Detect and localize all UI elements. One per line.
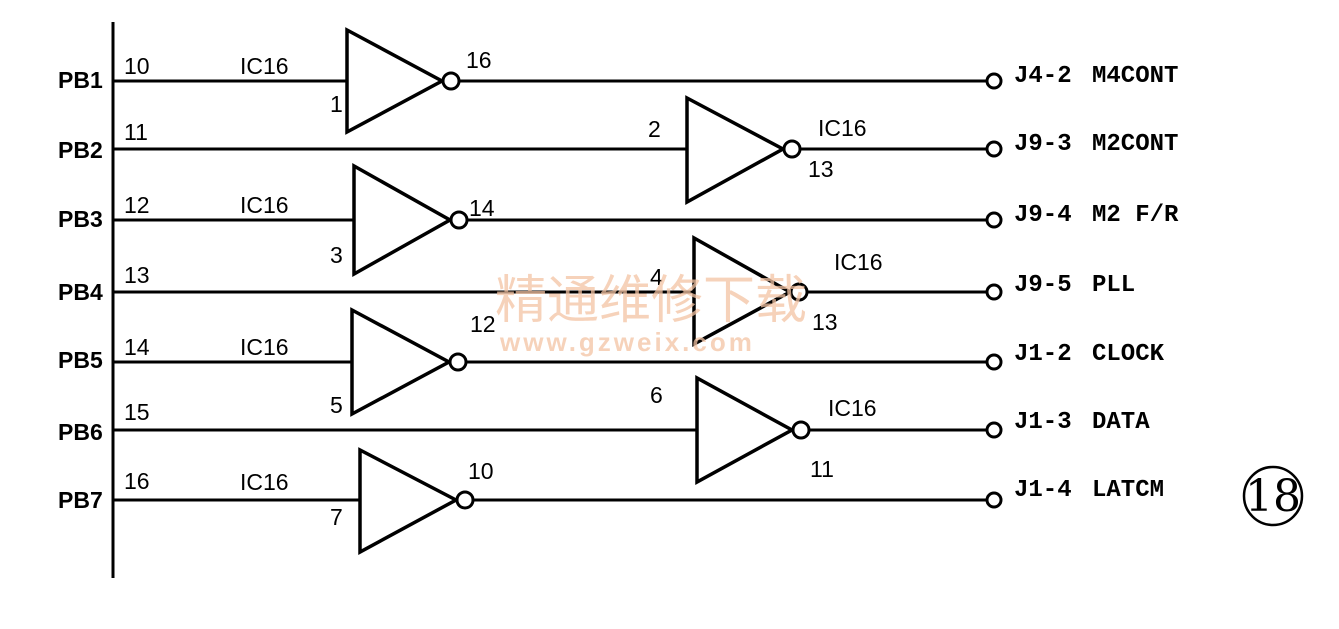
input-pin-number: 3: [330, 242, 343, 268]
signal-label: M4CONT: [1092, 63, 1178, 90]
connector-label: J9-4: [1014, 202, 1072, 229]
output-pin-number: 11: [810, 456, 834, 482]
connector-terminal: [985, 140, 1003, 158]
output-pin-number: 13: [808, 156, 834, 182]
figure-number: 18: [1245, 471, 1301, 522]
signal-label: M2CONT: [1092, 131, 1178, 158]
signal-label: LATCM: [1092, 477, 1164, 504]
output-pin-number: 13: [812, 309, 838, 335]
inverter-bubble: [448, 352, 468, 372]
output-pin-number: 12: [470, 311, 496, 337]
input-pin-number: 1: [330, 91, 343, 117]
port-label: PB3: [58, 206, 103, 232]
line-pin-number: 16: [124, 468, 150, 494]
ic-label: IC16: [834, 249, 883, 275]
connector-label: J9-5: [1014, 272, 1072, 299]
port-label: PB2: [58, 137, 103, 163]
inverter-bubble: [782, 139, 802, 159]
figure-number-circle: [1242, 465, 1304, 527]
inverter-gate: [350, 307, 453, 417]
inverter-bubble: [441, 71, 461, 91]
line-pin-number: 13: [124, 262, 150, 288]
connector-terminal: [985, 421, 1003, 439]
ic-label: IC16: [240, 334, 289, 360]
ic-label: IC16: [828, 395, 877, 421]
line-pin-number: 10: [124, 53, 150, 79]
ic-label: IC16: [240, 192, 289, 218]
signal-row-pb4: PB4 13 4 IC16 13 J9-5 PLL: [58, 235, 1135, 347]
watermark: 精通维修下载 www.gzweix.com: [495, 271, 807, 357]
inverter-gate: [685, 95, 787, 205]
connector-terminal: [985, 353, 1003, 371]
connector-label: J4-2: [1014, 63, 1072, 90]
inverter-gate: [352, 163, 454, 277]
output-pin-number: 16: [466, 47, 492, 73]
signal-row-pb2: PB2 11 2 IC16 13 J9-3 M2CONT: [58, 95, 1178, 205]
signal-row-pb7: PB7 16 IC16 7 10 J1-4 LATCM: [58, 447, 1164, 555]
connector-terminal: [985, 491, 1003, 509]
inverter-bubble: [791, 420, 811, 440]
connector-label: J1-3: [1014, 409, 1072, 436]
line-pin-number: 12: [124, 192, 150, 218]
ic-label: IC16: [240, 469, 289, 495]
signal-label: M2 F/R: [1092, 202, 1179, 229]
line-pin-number: 11: [124, 119, 148, 145]
port-label: PB6: [58, 419, 103, 445]
inverter-gate: [345, 27, 446, 135]
figure-number-badge: 18: [1242, 465, 1304, 527]
input-pin-number: 4: [650, 264, 663, 290]
port-label: PB7: [58, 487, 103, 513]
signal-label: PLL: [1092, 272, 1135, 299]
inverter-gate: [692, 235, 794, 347]
connector-label: J1-2: [1014, 341, 1072, 368]
signal-row-pb6: PB6 15 6 IC16 11 J1-3 DATA: [58, 375, 1150, 485]
signal-label: CLOCK: [1092, 341, 1165, 368]
connector-terminal: [985, 72, 1003, 90]
port-label: PB1: [58, 67, 103, 93]
output-pin-number: 10: [468, 458, 494, 484]
port-label: PB4: [58, 279, 103, 305]
line-pin-number: 14: [124, 334, 150, 360]
input-pin-number: 6: [650, 382, 663, 408]
signal-row-pb1: PB1 10 IC16 1 16 J4-2 M4CONT: [58, 27, 1178, 135]
watermark-url: www.gzweix.com: [499, 327, 755, 357]
input-pin-number: 2: [648, 116, 661, 142]
signal-row-pb3: PB3 12 IC16 3 14 J9-4 M2 F/R: [58, 163, 1179, 277]
input-pin-number: 5: [330, 392, 343, 418]
inverter-bubble: [449, 210, 469, 230]
line-pin-number: 15: [124, 399, 150, 425]
connector-label: J1-4: [1014, 477, 1072, 504]
connector-terminal: [985, 283, 1003, 301]
signal-row-pb5: PB5 14 IC16 5 12 J1-2 CLOCK: [58, 307, 1165, 418]
port-label: PB5: [58, 347, 103, 373]
input-pin-number: 7: [330, 504, 343, 530]
inverter-bubble: [455, 490, 475, 510]
output-pin-number: 14: [469, 195, 495, 221]
watermark-title: 精通维修下载: [495, 271, 807, 331]
ic-label: IC16: [818, 115, 867, 141]
connector-label: J9-3: [1014, 131, 1072, 158]
ic-label: IC16: [240, 53, 289, 79]
inverter-gate: [358, 447, 460, 555]
signal-label: DATA: [1092, 409, 1150, 436]
connector-terminal: [985, 211, 1003, 229]
inverter-gate: [695, 375, 796, 485]
